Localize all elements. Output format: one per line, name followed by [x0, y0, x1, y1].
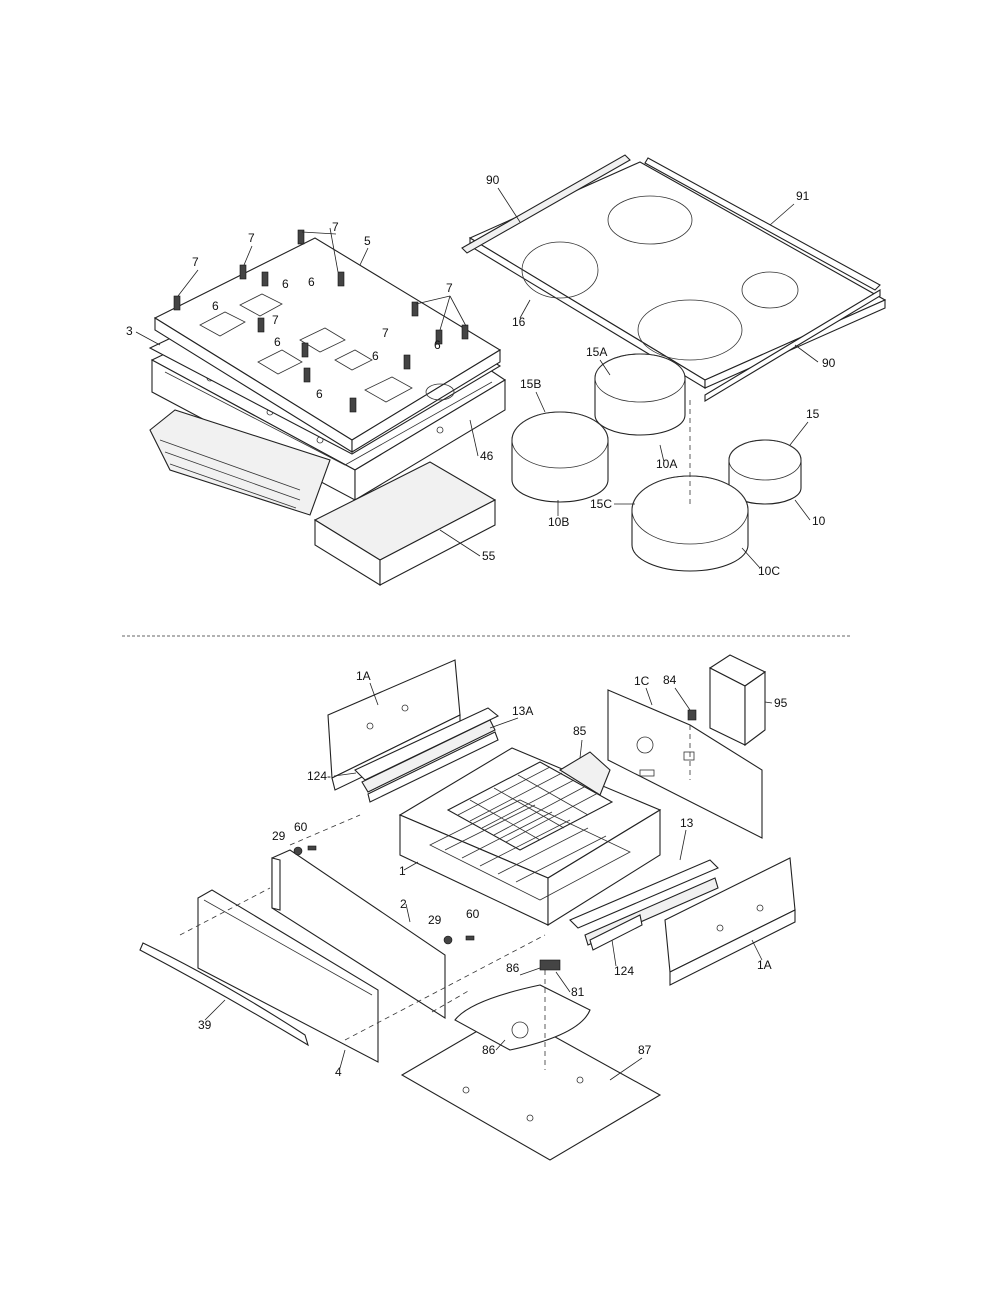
callout-86: 86 [482, 1043, 496, 1057]
part-1C-back-panel [607, 689, 763, 839]
part-2-inner-front [271, 849, 446, 1020]
callout-29: 29 [428, 913, 442, 927]
callout-7: 7 [332, 220, 339, 234]
callout-7: 7 [446, 281, 453, 295]
callout-60: 60 [294, 820, 308, 834]
part-84-connector [687, 709, 697, 721]
callout-91: 91 [796, 189, 810, 203]
callout-10: 10 [812, 514, 826, 528]
callout-6: 6 [212, 299, 219, 313]
callout-86: 86 [506, 961, 520, 975]
callout-2: 2 [400, 897, 407, 911]
callout-6: 6 [434, 338, 441, 352]
part-39-handle [139, 942, 309, 1047]
callout-4: 4 [335, 1065, 342, 1079]
callout-16: 16 [512, 315, 526, 329]
callout-84: 84 [663, 673, 677, 687]
upper-assembly: 7 7 7 7 7 7 6 6 6 6 6 6 6 5 3 46 55 90 9… [126, 154, 887, 586]
callout-81: 81 [571, 985, 585, 999]
screw-fasteners [173, 229, 469, 413]
part-4-outer-front [197, 889, 379, 1063]
callout-1A: 1A [356, 669, 371, 683]
callout-7: 7 [248, 231, 255, 245]
callout-1: 1 [399, 864, 406, 878]
callout-15B: 15B [520, 377, 541, 391]
part-90-trim-right [704, 289, 881, 402]
drawer-heating-element [429, 799, 631, 901]
callout-6: 6 [274, 335, 281, 349]
callout-6: 6 [316, 387, 323, 401]
callout-29: 29 [272, 829, 286, 843]
insulation-blanket [149, 409, 331, 516]
callout-6: 6 [282, 277, 289, 291]
lower-leader-lines [204, 682, 773, 1081]
callout-15: 15 [806, 407, 820, 421]
part-124-bracket [589, 914, 643, 951]
part-13A-slide [354, 707, 500, 803]
callout-46: 46 [480, 449, 494, 463]
part-90-trim-left [461, 154, 631, 254]
callout-87: 87 [638, 1043, 652, 1057]
callout-15A: 15A [586, 345, 607, 359]
assembly-guide-lines [179, 725, 691, 1041]
callout-10B: 10B [548, 515, 569, 529]
callout-90: 90 [486, 173, 500, 187]
callout-95: 95 [774, 696, 788, 710]
callout-3: 3 [126, 324, 133, 338]
callout-124: 124 [614, 964, 634, 978]
part-1A-bottom-rail [664, 857, 796, 986]
callout-7: 7 [382, 326, 389, 340]
part-91-trim-back [644, 157, 881, 291]
callout-1A: 1A [757, 958, 772, 972]
callout-15C: 15C [590, 497, 612, 511]
part-5-support-plate [153, 237, 502, 453]
element-15C [631, 400, 749, 572]
screws-29-60 [293, 845, 475, 945]
part-95-box [708, 654, 767, 747]
part-86-element [454, 970, 591, 1070]
callout-5: 5 [364, 234, 371, 248]
callout-90: 90 [822, 356, 836, 370]
element-15B [511, 411, 609, 503]
part-81-bracket [539, 959, 561, 971]
callout-1C: 1C [634, 674, 650, 688]
part-87-bottom-plate [400, 1011, 662, 1161]
callout-10C: 10C [758, 564, 780, 578]
callout-13: 13 [680, 816, 694, 830]
element-15 [728, 439, 802, 505]
callout-10A: 10A [656, 457, 677, 471]
callout-39: 39 [198, 1018, 212, 1032]
callout-6: 6 [308, 275, 315, 289]
part-91-cooktop [468, 161, 887, 389]
callout-55: 55 [482, 549, 496, 563]
upper-leader-lines [135, 187, 819, 569]
callout-85: 85 [573, 724, 587, 738]
lower-assembly: 1A 13A 85 1C 84 95 124- 29 60 1 13 2 29 … [139, 654, 796, 1161]
callout-60: 60 [466, 907, 480, 921]
callout-7: 7 [192, 255, 199, 269]
callout-124: 124- [307, 769, 331, 783]
callout-7: 7 [272, 313, 279, 327]
callout-13A: 13A [512, 704, 533, 718]
part-55-panel [313, 461, 497, 586]
callout-6: 6 [372, 349, 379, 363]
element-15A [594, 353, 686, 436]
